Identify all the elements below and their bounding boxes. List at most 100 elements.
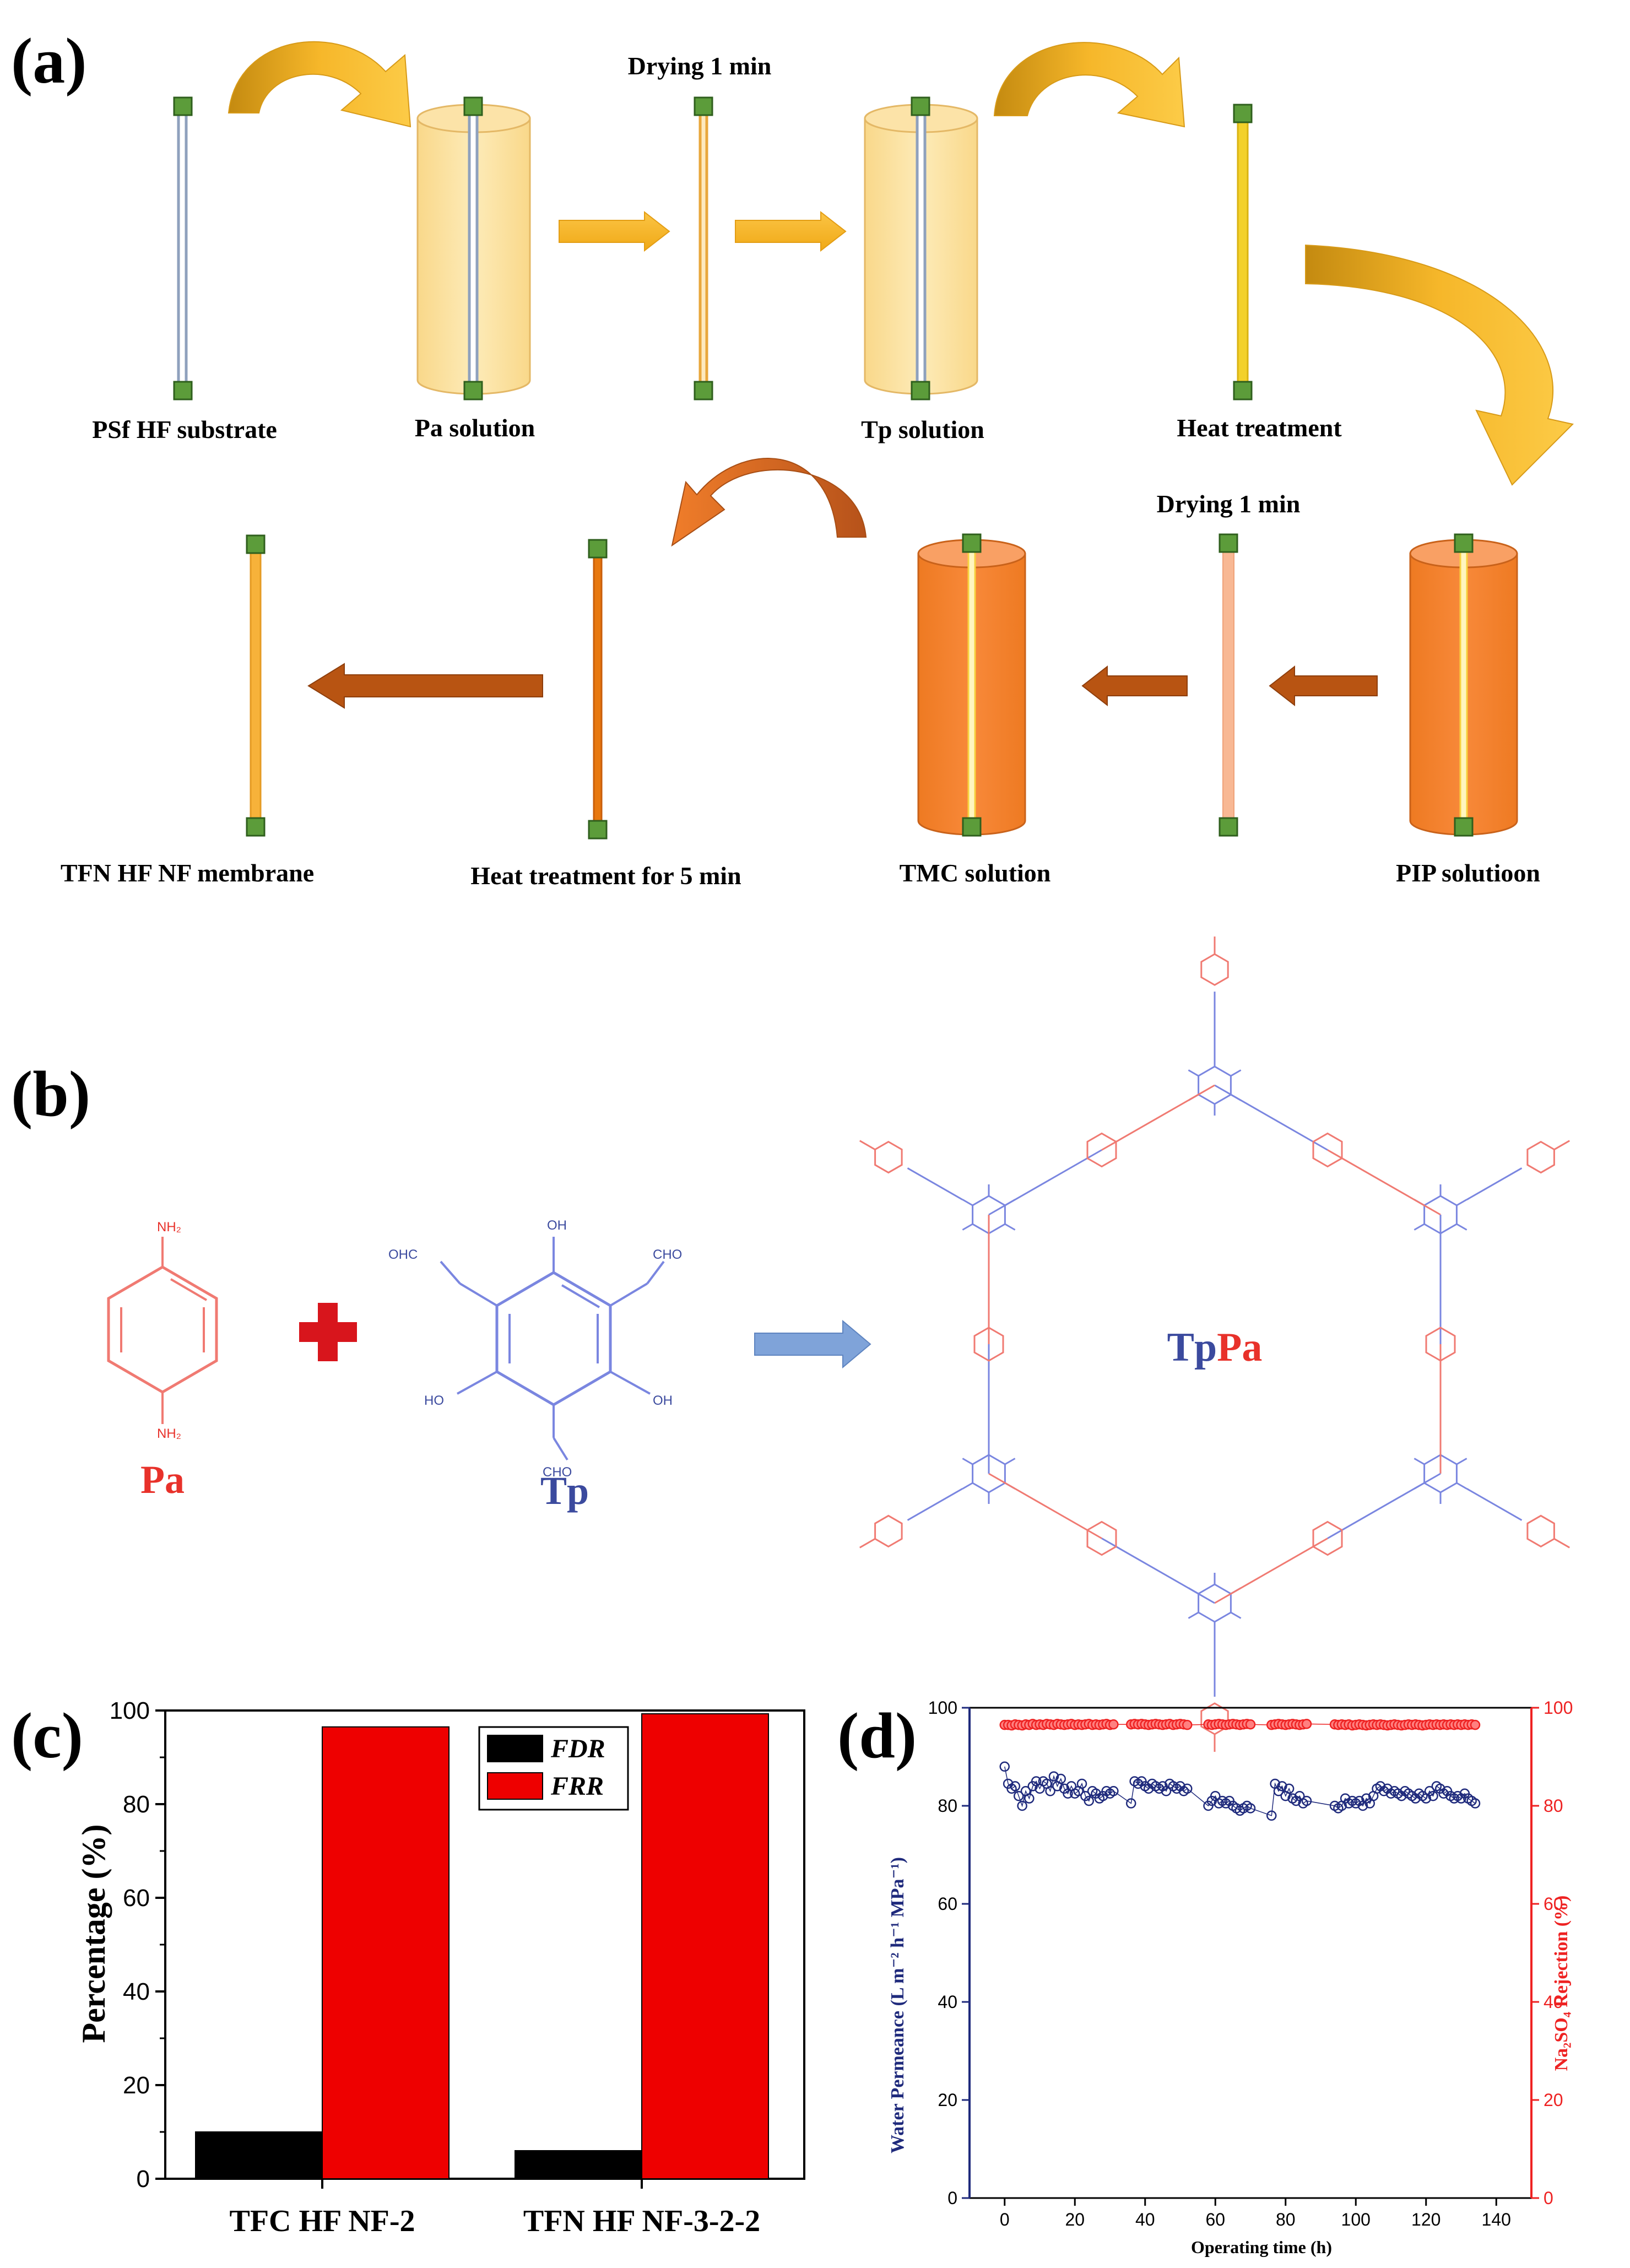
- y-tick-label: 20: [123, 2072, 150, 2099]
- fiber-psf-substrate: [173, 96, 193, 400]
- curved-arrow-icon: [228, 41, 411, 128]
- chart-d-xlabel: Operating time (h): [1191, 2237, 1332, 2257]
- tp-name: Tp: [540, 1469, 589, 1513]
- left-arrow-icon: [307, 663, 543, 709]
- tp-substituent: [1004, 1223, 1016, 1231]
- fiber-end-node: [1454, 817, 1474, 837]
- y-tick-label: 80: [123, 1791, 150, 1818]
- fiber-heat-treated-5min: [588, 539, 608, 840]
- step-label: TMC solution: [900, 859, 1051, 887]
- chart-c-ylabel: Percentage (%): [75, 1824, 112, 2043]
- fiber-end-node: [173, 381, 193, 400]
- outer-link: [1466, 1167, 1523, 1200]
- permeance-point: [1301, 1795, 1312, 1806]
- x-tick-label: 20: [1065, 2210, 1085, 2229]
- y-tick-label-left: 0: [947, 2188, 957, 2208]
- pa-unit-outer: [1526, 1140, 1555, 1174]
- imine-link: [1101, 1538, 1215, 1604]
- outer-link: [1553, 1538, 1570, 1549]
- imine-link: [988, 1149, 1102, 1216]
- pa-name: Pa: [140, 1458, 185, 1502]
- permeance-point: [999, 1761, 1010, 1772]
- x-tick-label: 100: [1341, 2210, 1371, 2229]
- tp-substituent: [1456, 1199, 1467, 1206]
- x-tick-label: 0: [1000, 2210, 1010, 2229]
- y-tick-label-left: 40: [938, 1992, 957, 2012]
- permeance-point: [1055, 1773, 1066, 1784]
- permeance-point: [1048, 1771, 1059, 1782]
- imine-link: [988, 1473, 1102, 1539]
- chart-d-ylabel-left: Water Permeance (L m⁻² h⁻¹ MPa⁻¹): [887, 1857, 908, 2153]
- outer-link: [1553, 1140, 1570, 1150]
- y-tick-label: 0: [137, 2166, 150, 2193]
- fiber-end-node: [1219, 533, 1238, 553]
- pa-unit: [1086, 1520, 1117, 1556]
- permeance-point: [1084, 1795, 1094, 1806]
- imine-link: [1101, 1084, 1215, 1151]
- step-label: TFN HF NF membrane: [61, 859, 314, 887]
- permeance-point: [1182, 1783, 1193, 1794]
- legend-label: FRR: [550, 1772, 604, 1801]
- fiber-end-node: [246, 817, 266, 837]
- fiber-end-node: [1233, 381, 1253, 400]
- tank-tp-solution: [864, 96, 978, 400]
- y-tick-label: 40: [123, 1978, 150, 2005]
- fiber-tfn-membrane: [246, 534, 266, 837]
- pa-unit-outer: [1200, 953, 1229, 986]
- panel-c-label: (c): [11, 1699, 83, 1772]
- tp-substituent: [1004, 1458, 1016, 1465]
- pa-molecule: NH₂ NH₂: [107, 1220, 218, 1441]
- curved-arrow-icon: [993, 42, 1185, 128]
- fiber-end-node: [588, 820, 608, 840]
- step-label: PIP solutioon: [1396, 859, 1540, 887]
- rejection-point: [1182, 1719, 1193, 1730]
- x-tick-label: 40: [1135, 2210, 1155, 2229]
- drying-label-bottom: Drying 1 min: [1157, 490, 1301, 518]
- bar-frr: [322, 1726, 450, 2179]
- x-tick-label: 120: [1411, 2210, 1441, 2229]
- tppa-framework: [859, 937, 1570, 1752]
- panel-b: (b) NH₂ NH₂ Pa: [11, 937, 1570, 1752]
- outer-link: [859, 1140, 876, 1150]
- legend-swatch: [487, 1735, 543, 1762]
- y-tick-label-right: 80: [1544, 1796, 1563, 1816]
- tppa-pa: Pa: [1217, 1325, 1262, 1370]
- x-tick-label: 140: [1482, 2210, 1511, 2229]
- category-label: TFC HF NF-2: [230, 2204, 415, 2238]
- fiber-end-node: [694, 96, 713, 116]
- imine-link: [1214, 1084, 1328, 1151]
- permeance-point: [1245, 1803, 1256, 1814]
- pa-amine-bottom: NH₂: [157, 1426, 181, 1441]
- pa-amine-top: NH₂: [157, 1220, 181, 1235]
- permeance-point: [1024, 1793, 1035, 1804]
- tp-substituent: [1456, 1223, 1467, 1231]
- tp-substituent: [1230, 1069, 1242, 1077]
- tp-oh-top: OH: [547, 1218, 567, 1233]
- left-arrow-icon: [1081, 665, 1188, 707]
- plus-icon: [299, 1303, 357, 1361]
- permeance-point: [1108, 1786, 1119, 1796]
- step-label: Heat treatment for 5 min: [470, 862, 741, 890]
- tp-substituent: [962, 1458, 973, 1465]
- curved-arrow-icon: [671, 458, 867, 547]
- fiber-end-node: [1454, 533, 1474, 553]
- fiber-heat-treated: [1233, 104, 1253, 400]
- fiber-end-node: [911, 96, 930, 116]
- step-label: Pa solution: [415, 414, 535, 442]
- right-arrow-icon: [559, 210, 670, 252]
- y-tick-label-right: 100: [1544, 1698, 1573, 1718]
- category-label: TFN HF NF-3-2-2: [523, 2204, 760, 2238]
- fiber-end-node: [463, 96, 483, 116]
- tp-substituent: [1230, 1611, 1242, 1619]
- rejection-point: [1470, 1719, 1481, 1730]
- rejection-point: [1301, 1719, 1312, 1729]
- fiber-end-node: [463, 381, 483, 400]
- pa-unit: [1425, 1327, 1456, 1362]
- outer-link: [859, 1538, 876, 1549]
- y-tick-label-left: 80: [938, 1796, 957, 1816]
- tp-substituent: [1414, 1458, 1425, 1465]
- outer-link: [907, 1488, 963, 1521]
